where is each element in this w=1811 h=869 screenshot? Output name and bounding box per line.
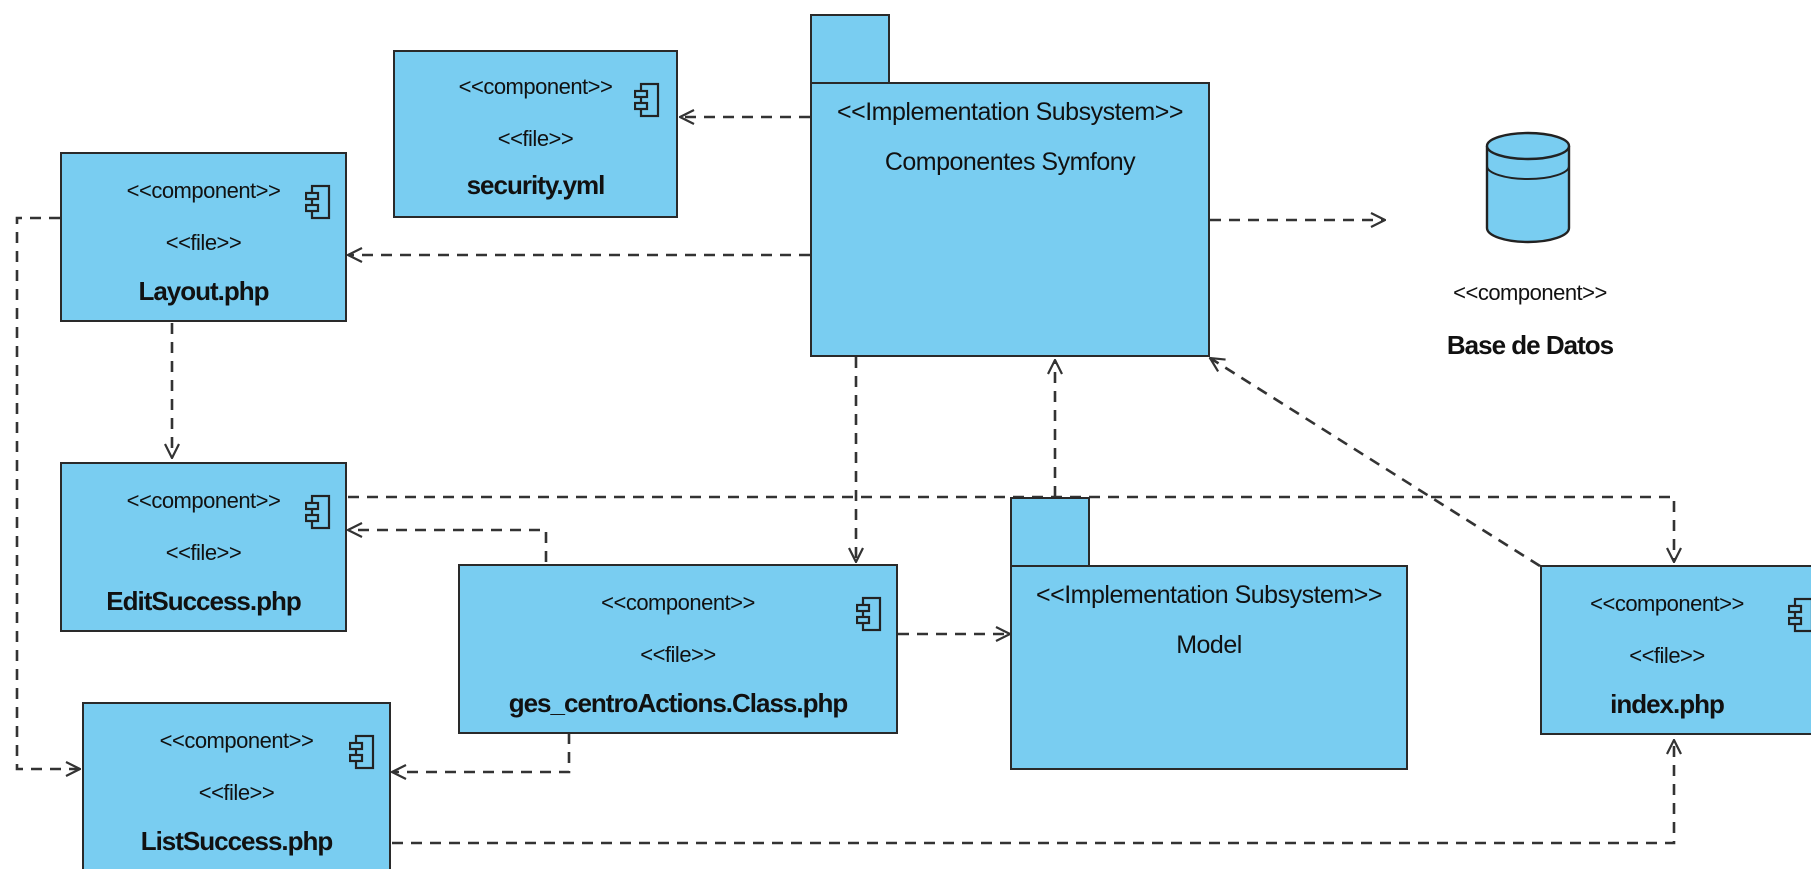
file-stereotype: <<file>> <box>165 230 242 255</box>
subsystem-name: Componentes Symfony <box>884 148 1136 176</box>
component-name: EditSuccess.php <box>106 586 302 616</box>
component-icon <box>634 82 660 118</box>
subsystem-name: Model <box>1176 631 1242 659</box>
edge-layout-list <box>15 216 80 769</box>
file-stereotype: <<file>> <box>198 780 275 805</box>
component-ges-centroactions-class-php[interactable]: <<component>> <<file>> ges_centroActions… <box>458 564 898 734</box>
component-listsuccess-php[interactable]: <<component>> <<file>> ListSuccess.php <box>82 702 391 869</box>
file-stereotype: <<file>> <box>165 540 242 565</box>
component-icon <box>1788 597 1811 633</box>
component-icon <box>305 184 331 220</box>
component-stereotype: <<component>> <box>458 74 613 99</box>
component-layout-php[interactable]: <<component>> <<file>> Layout.php <box>60 152 347 322</box>
database-name: Base de Datos <box>1446 330 1614 360</box>
package-tab <box>1010 497 1090 567</box>
component-name: Layout.php <box>138 276 269 306</box>
edge-actions-list <box>392 733 571 772</box>
component-index-php[interactable]: <<component>> <<file>> index.php <box>1540 565 1811 735</box>
component-icon <box>305 494 331 530</box>
edge-edit-index <box>348 495 1674 562</box>
component-security-yml[interactable]: <<component>> <<file>> security.yml <box>393 50 678 218</box>
component-icon <box>349 734 375 770</box>
subsystem-componentes-symfony[interactable]: <<Implementation Subsystem>> Componentes… <box>810 82 1210 357</box>
component-icon <box>856 596 882 632</box>
database-stereotype: <<component>> <box>1453 280 1607 305</box>
database-icon <box>1485 131 1571 244</box>
component-stereotype: <<component>> <box>601 590 755 615</box>
package-tab <box>810 14 890 84</box>
subsystem-stereotype: <<Implementation Subsystem>> <box>1036 581 1382 609</box>
component-name: index.php <box>1610 689 1725 719</box>
component-stereotype: <<component>> <box>126 488 281 513</box>
file-stereotype: <<file>> <box>497 126 574 151</box>
component-stereotype: <<component>> <box>126 178 281 203</box>
component-stereotype: <<component>> <box>159 728 314 753</box>
subsystem-stereotype: <<Implementation Subsystem>> <box>837 98 1183 126</box>
edge-list-index <box>392 740 1674 845</box>
component-editsuccess-php[interactable]: <<component>> <<file>> EditSuccess.php <box>60 462 347 632</box>
file-stereotype: <<file>> <box>1629 643 1705 668</box>
file-stereotype: <<file>> <box>640 642 716 667</box>
component-name: ListSuccess.php <box>140 826 334 856</box>
edge-index-symfony <box>1210 358 1541 568</box>
edge-actions-edit <box>348 530 548 562</box>
component-stereotype: <<component>> <box>1590 591 1744 616</box>
subsystem-model[interactable]: <<Implementation Subsystem>> Model <box>1010 565 1408 770</box>
component-name: ges_centroActions.Class.php <box>508 688 849 718</box>
component-name: security.yml <box>466 170 606 200</box>
